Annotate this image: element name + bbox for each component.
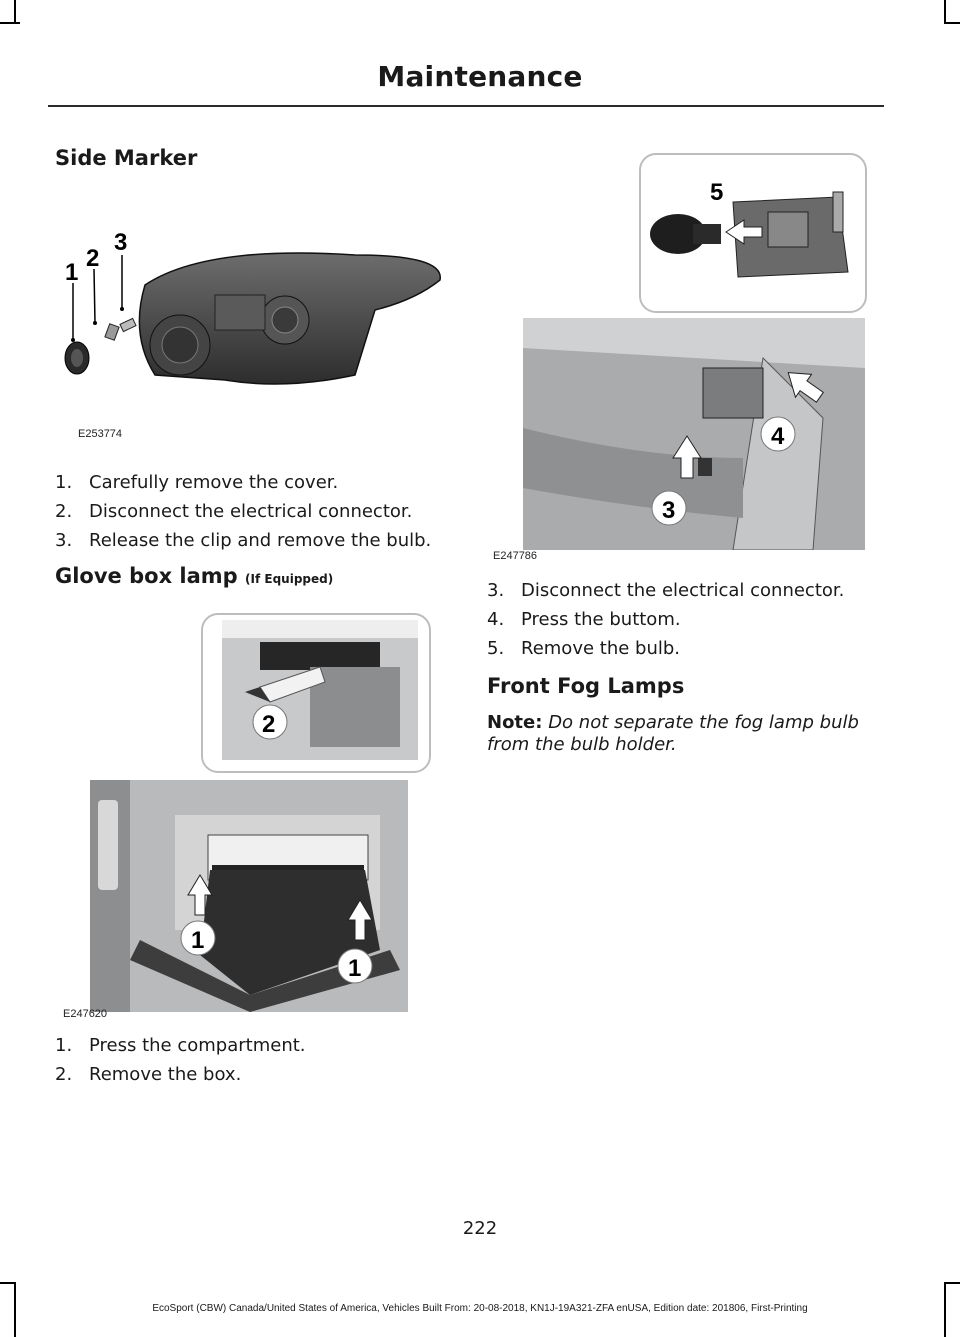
figure-code: E247786 [493,550,538,562]
list-item: 2.Remove the box. [55,1064,242,1085]
callout-4: 4 [771,423,785,450]
crop-mark [0,1282,16,1284]
list-item: 3.Disconnect the electrical connector. [487,580,845,601]
callout-1: 1 [348,955,361,982]
callout-3: 3 [662,497,675,524]
callout-1: 1 [65,259,78,286]
crop-mark [944,22,960,24]
qualifier-text: (If Equipped) [245,572,334,586]
list-item: 4.Press the buttom. [487,609,681,630]
glove-box-steps: 1.Press the compartment. 2.Remove the bo… [55,1031,306,1089]
callout-1: 1 [191,927,204,954]
note-label: Note: [487,712,543,733]
callout-3: 3 [114,229,127,256]
glove-box-lamp-illustration: 4 3 [523,318,865,550]
note-paragraph: Note: Do not separate the fog lamp bulb … [487,712,867,756]
list-item: 1.Press the compartment. [55,1035,306,1056]
heading-text: Glove box lamp [55,564,238,588]
glove-box-illustration: 1 1 [90,780,408,1012]
crop-mark [14,0,16,22]
figure-code: E247620 [63,1008,108,1020]
callout-2: 2 [262,711,275,738]
callout-2: 2 [86,245,99,272]
list-item: 3.Release the clip and remove the bulb. [55,530,432,551]
callout-5: 5 [710,179,723,206]
figure-code: E253774 [78,428,123,440]
header-divider [48,105,884,107]
crop-mark [944,1282,960,1284]
list-item: 1.Carefully remove the cover. [55,472,339,493]
glove-box-inset-illustration: 2 [201,613,431,773]
list-item: 5.Remove the bulb. [487,638,681,659]
section-heading-glove-box: Glove box lamp (If Equipped) [55,564,333,588]
crop-mark [14,1282,16,1337]
footer-text: EcoSport (CBW) Canada/United States of A… [152,1303,808,1314]
page-number: 222 [462,1218,498,1239]
side-marker-steps: 1.Carefully remove the cover. 2.Disconne… [55,468,431,555]
crop-mark [944,1282,946,1337]
list-item: 2.Disconnect the electrical connector. [55,501,413,522]
page-title: Maintenance [377,60,583,93]
note-text: Do not separate the fog lamp bulb from t… [487,712,859,755]
crop-mark [0,22,20,24]
section-heading-front-fog-lamps: Front Fog Lamps [487,674,685,698]
right-column-steps: 3.Disconnect the electrical connector. 4… [487,576,844,663]
section-heading-side-marker: Side Marker [55,146,198,170]
crop-mark [944,0,946,22]
bulb-holder-inset-illustration: 5 [639,153,867,313]
headlamp-illustration: 1 2 3 [64,229,441,385]
